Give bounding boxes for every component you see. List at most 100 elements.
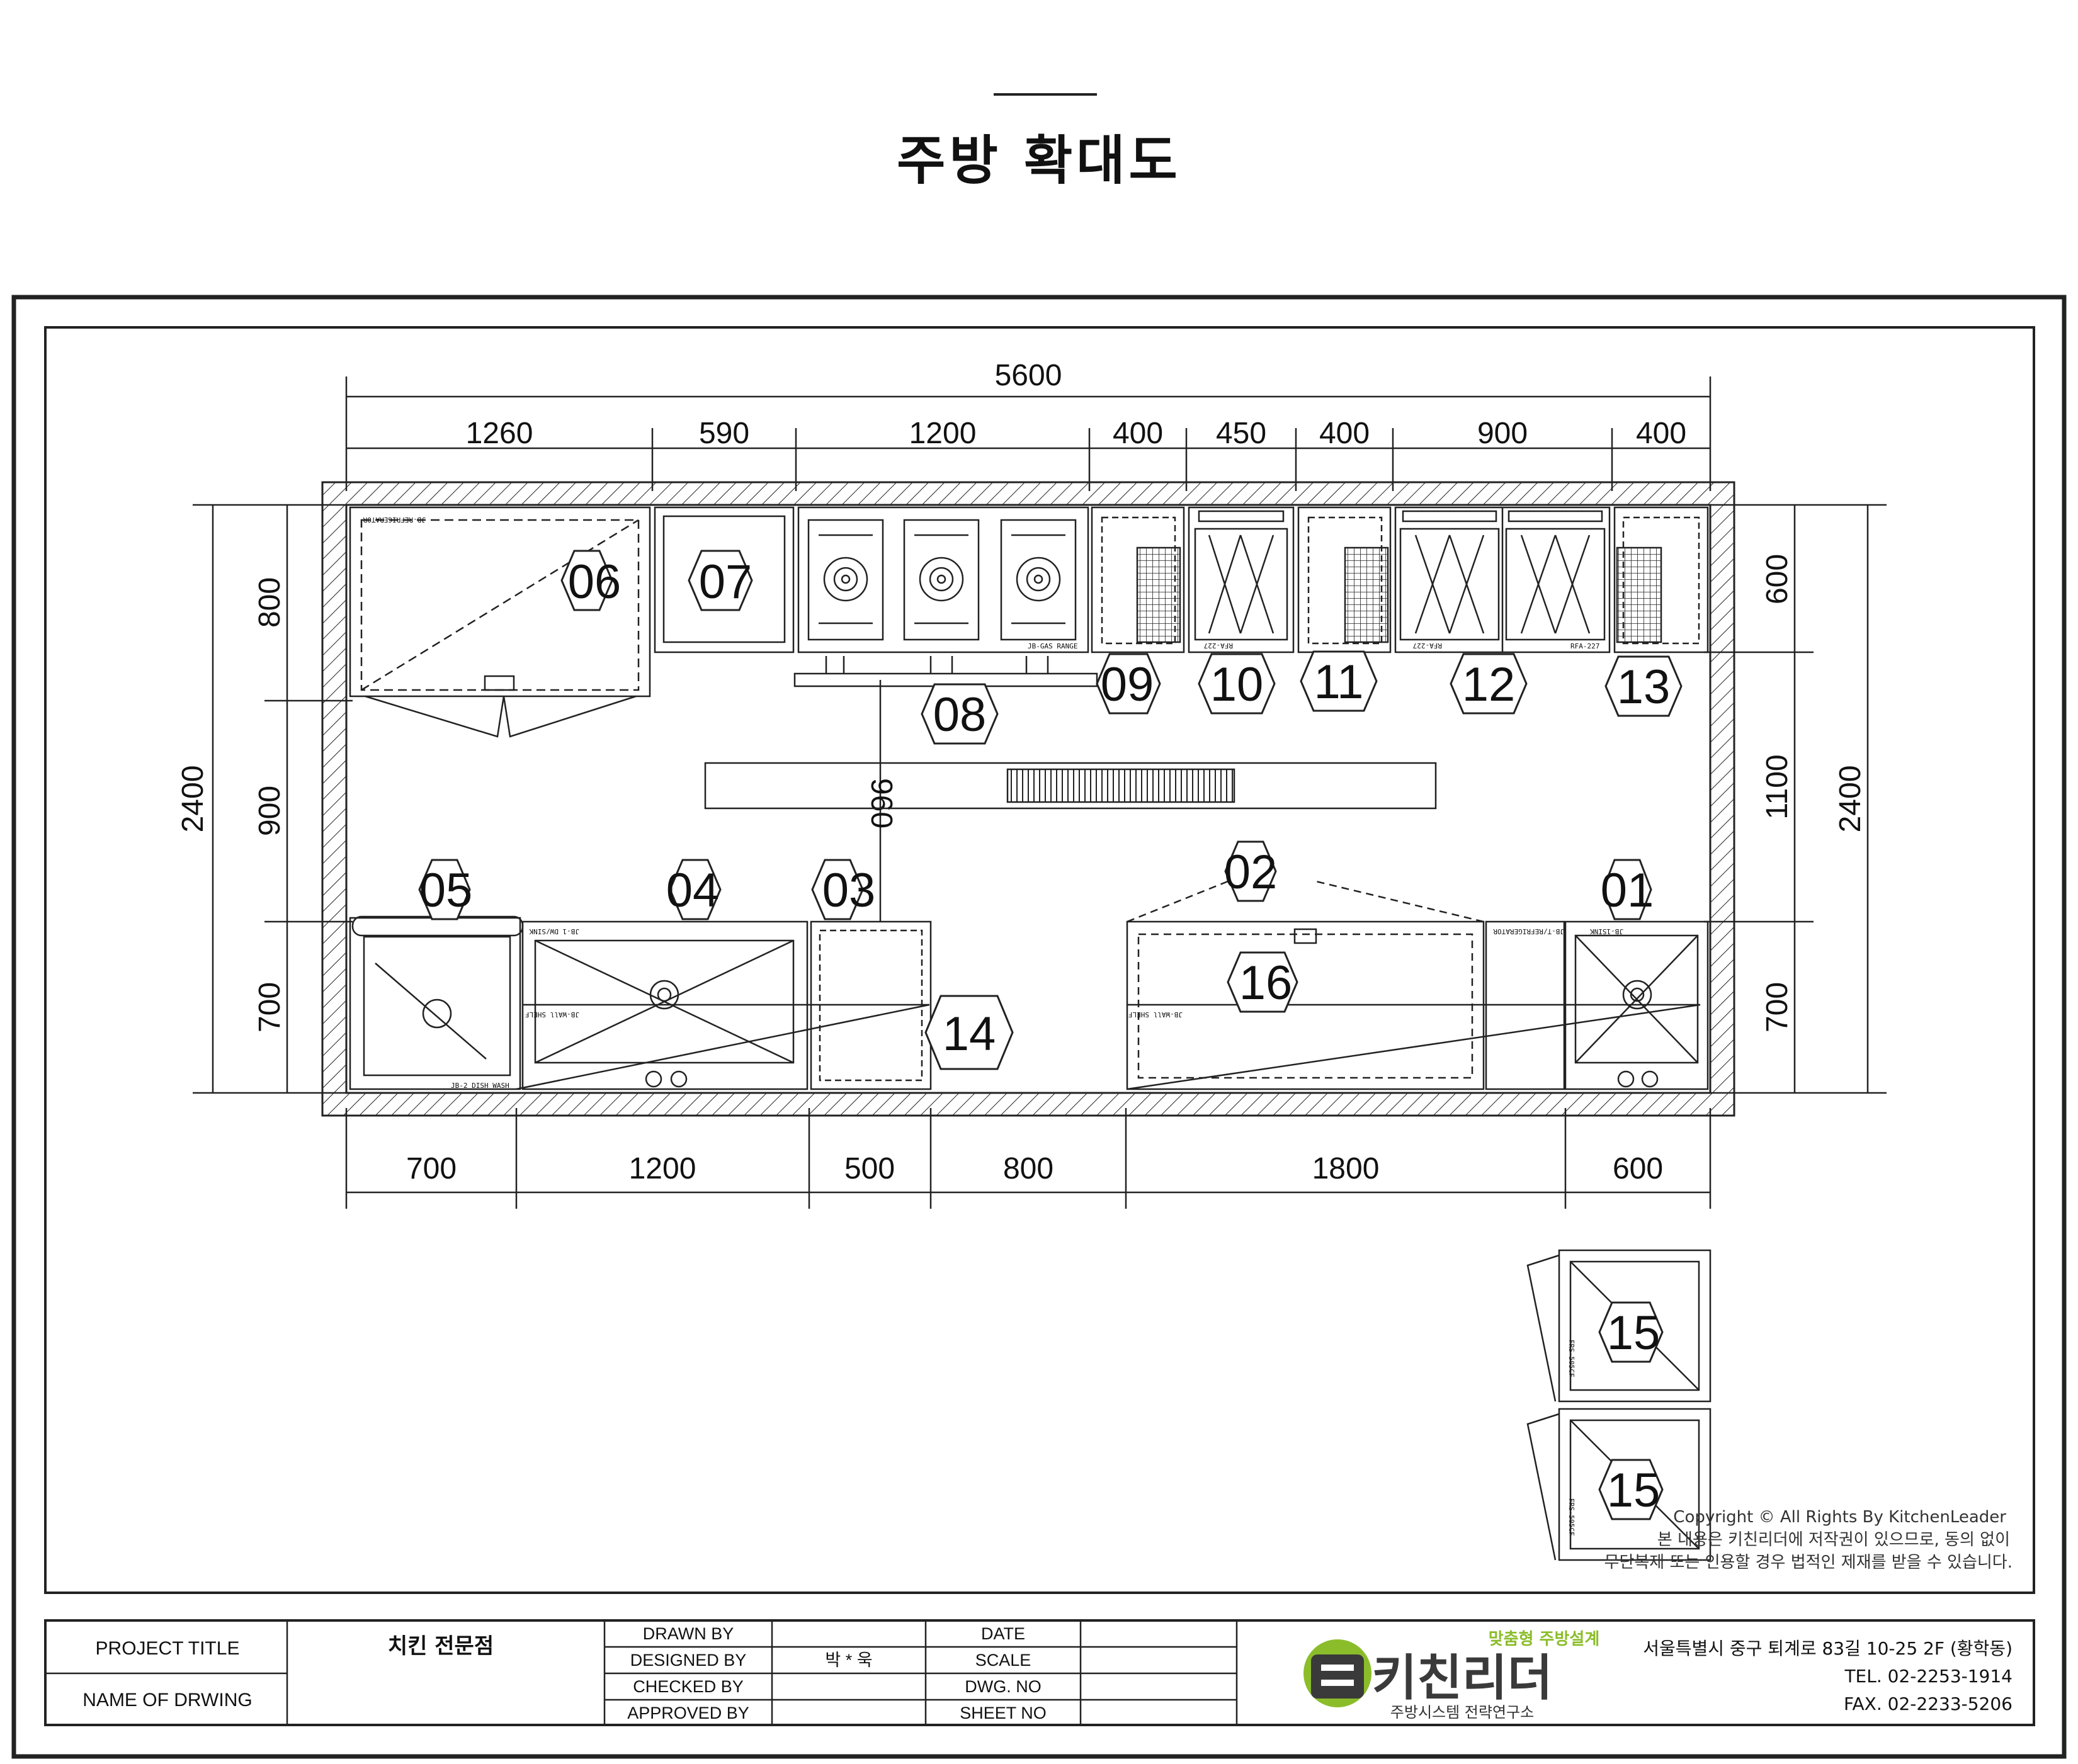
tag-02: 02: [1224, 840, 1278, 902]
copyright-line-2: 본 내용은 키친리더에 저작권이 있으므로, 동의 없이: [1657, 1530, 2010, 1549]
tag-16: 16: [1227, 951, 1298, 1013]
copyright-line-1: Copyright © All Rights By KitchenLeader: [1673, 1508, 2006, 1527]
dim-bottom-4: 800: [1003, 1152, 1053, 1185]
svg-text:01: 01: [1601, 864, 1654, 917]
title-block: PROJECT TITLE NAME OF DRWING 치킨 전문점 DRAW…: [44, 1619, 2035, 1726]
tag-08: 08: [921, 683, 999, 745]
svg-text:06: 06: [568, 555, 622, 609]
logo-sub: 주방시스템 전략연구소: [1390, 1704, 1534, 1721]
tag-12: 12: [1450, 653, 1528, 715]
svg-text:08: 08: [933, 688, 987, 742]
scale-label: SCALE: [975, 1651, 1031, 1670]
dim-right-2: 1100: [1761, 754, 1794, 819]
company-address: 서울특별시 중구 퇴계로 83길 10-25 2F (황학동): [1643, 1638, 2013, 1659]
tag-15-b: 15: [1598, 1459, 1664, 1520]
tag-10: 10: [1198, 653, 1276, 715]
svg-text:15: 15: [1607, 1306, 1661, 1360]
dim-bottom-2: 1200: [629, 1152, 696, 1185]
tag-11: 11: [1300, 650, 1378, 712]
dim-left-1: 800: [253, 577, 287, 628]
inner-frame: [44, 326, 2035, 1594]
label-rfa-1: RFA-227: [1204, 642, 1233, 650]
svg-text:16: 16: [1239, 956, 1293, 1010]
equipment-number-tags: 01 02 03 04 05 06 07 08 09 10 11 12 13 1…: [418, 550, 1683, 1520]
dim-top-7: 900: [1477, 417, 1528, 450]
dim-top-3: 1200: [909, 417, 977, 450]
dimension-texts: 5600 1260 590 1200 400 450 400 900 400 7…: [176, 359, 1867, 1185]
project-title-label: PROJECT TITLE: [96, 1638, 240, 1659]
label-dish-wash: JB-2 DISH WASH: [451, 1082, 509, 1090]
svg-text:13: 13: [1617, 660, 1671, 714]
dim-aisle: 960: [865, 778, 898, 828]
dim-bottom-3: 500: [844, 1152, 895, 1185]
svg-text:12: 12: [1462, 658, 1516, 711]
equipment: [349, 506, 1712, 1561]
label-freezer-2: FRS-505CF: [1567, 1498, 1576, 1536]
label-rfa-2: RFA-227: [1413, 642, 1442, 650]
designed-by-value: 박 * 욱: [825, 1651, 872, 1670]
dim-right-total: 2400: [1834, 766, 1867, 833]
tag-07: 07: [688, 550, 753, 611]
approved-by-label: APPROVED BY: [627, 1704, 749, 1722]
dim-top-5: 450: [1216, 417, 1266, 450]
tag-13: 13: [1604, 655, 1683, 717]
label-refrigerator-top: JB-REFRIGERATOR: [363, 516, 426, 524]
dim-bottom-5: 1800: [1312, 1152, 1380, 1185]
copyright-note: Copyright © All Rights By KitchenLeader …: [1604, 1508, 2013, 1572]
svg-text:14: 14: [943, 1007, 996, 1061]
drawn-by-label: DRAWN BY: [643, 1624, 734, 1643]
date-label: DATE: [981, 1624, 1025, 1643]
svg-text:04: 04: [666, 864, 720, 917]
svg-text:15: 15: [1607, 1464, 1661, 1517]
company-logo: 맞춤형 주방설계 키친리더 주방시스템 전략연구소: [1303, 1630, 1599, 1721]
svg-text:09: 09: [1101, 658, 1154, 711]
page-title: 주방 확대도: [897, 130, 1181, 191]
dim-top-1: 1260: [466, 417, 533, 450]
label-refrigerator-bottom: JB-T/REFRIGERATOR: [1493, 927, 1564, 936]
tag-01: 01: [1601, 859, 1654, 920]
tag-15-a: 15: [1598, 1301, 1664, 1363]
svg-text:02: 02: [1224, 845, 1278, 899]
dim-top-8: 400: [1636, 417, 1686, 450]
dim-right-1: 600: [1761, 554, 1794, 604]
company-tel: TEL. 02-2253-1914: [1844, 1666, 2013, 1687]
dim-left-total: 2400: [176, 766, 210, 833]
svg-text:11: 11: [1314, 655, 1364, 709]
drawing-name-label: NAME OF DRWING: [82, 1690, 252, 1710]
dwg-no-label: DWG. NO: [965, 1677, 1042, 1696]
dim-top-total: 5600: [995, 359, 1062, 392]
label-sink-right: JB-1SINK: [1590, 927, 1623, 936]
copyright-line-3: 무단복제 또는 인용할 경우 법적인 제재를 받을 수 있습니다.: [1604, 1553, 2013, 1572]
project-title-value: 치킨 전문점: [388, 1634, 494, 1659]
svg-text:05: 05: [419, 864, 473, 917]
sheet-no-label: SHEET NO: [960, 1704, 1047, 1722]
label-rfa-3: RFA-227: [1570, 642, 1599, 650]
outer-frame: [11, 295, 2067, 1759]
dim-left-2: 900: [253, 786, 287, 836]
checked-by-label: CHECKED BY: [633, 1677, 744, 1696]
dimension-lines: [193, 376, 1887, 1209]
tag-05: 05: [418, 859, 473, 920]
label-wall-shelf-left: JB-WAll SHELF: [525, 1010, 579, 1019]
label-sink-left: JB-1 DW/SINK: [529, 927, 579, 936]
label-freezer-1: FRS-505CF: [1567, 1340, 1576, 1377]
title-rule: [994, 93, 1097, 96]
label-wall-shelf-right: JB-WAll SHELF: [1128, 1010, 1183, 1019]
svg-text:03: 03: [822, 864, 876, 917]
dim-top-4: 400: [1113, 417, 1163, 450]
equipment-labels: JB-REFRIGERATOR JB-GAS RANGE RFA-227 RFA…: [363, 516, 1623, 1536]
dim-bottom-1: 700: [406, 1152, 457, 1185]
company-fax: FAX. 02-2233-5206: [1844, 1693, 2013, 1714]
dim-right-3: 700: [1761, 982, 1794, 1032]
dim-top-6: 400: [1319, 417, 1370, 450]
logo-name: 키친리더: [1371, 1650, 1552, 1707]
tag-06: 06: [560, 550, 622, 611]
svg-text:07: 07: [699, 555, 752, 609]
svg-text:10: 10: [1210, 658, 1264, 711]
dim-top-2: 590: [699, 417, 749, 450]
dim-bottom-6: 600: [1613, 1152, 1663, 1185]
tag-09: 09: [1096, 653, 1161, 715]
tag-03: 03: [811, 859, 876, 920]
tag-04: 04: [666, 859, 722, 920]
